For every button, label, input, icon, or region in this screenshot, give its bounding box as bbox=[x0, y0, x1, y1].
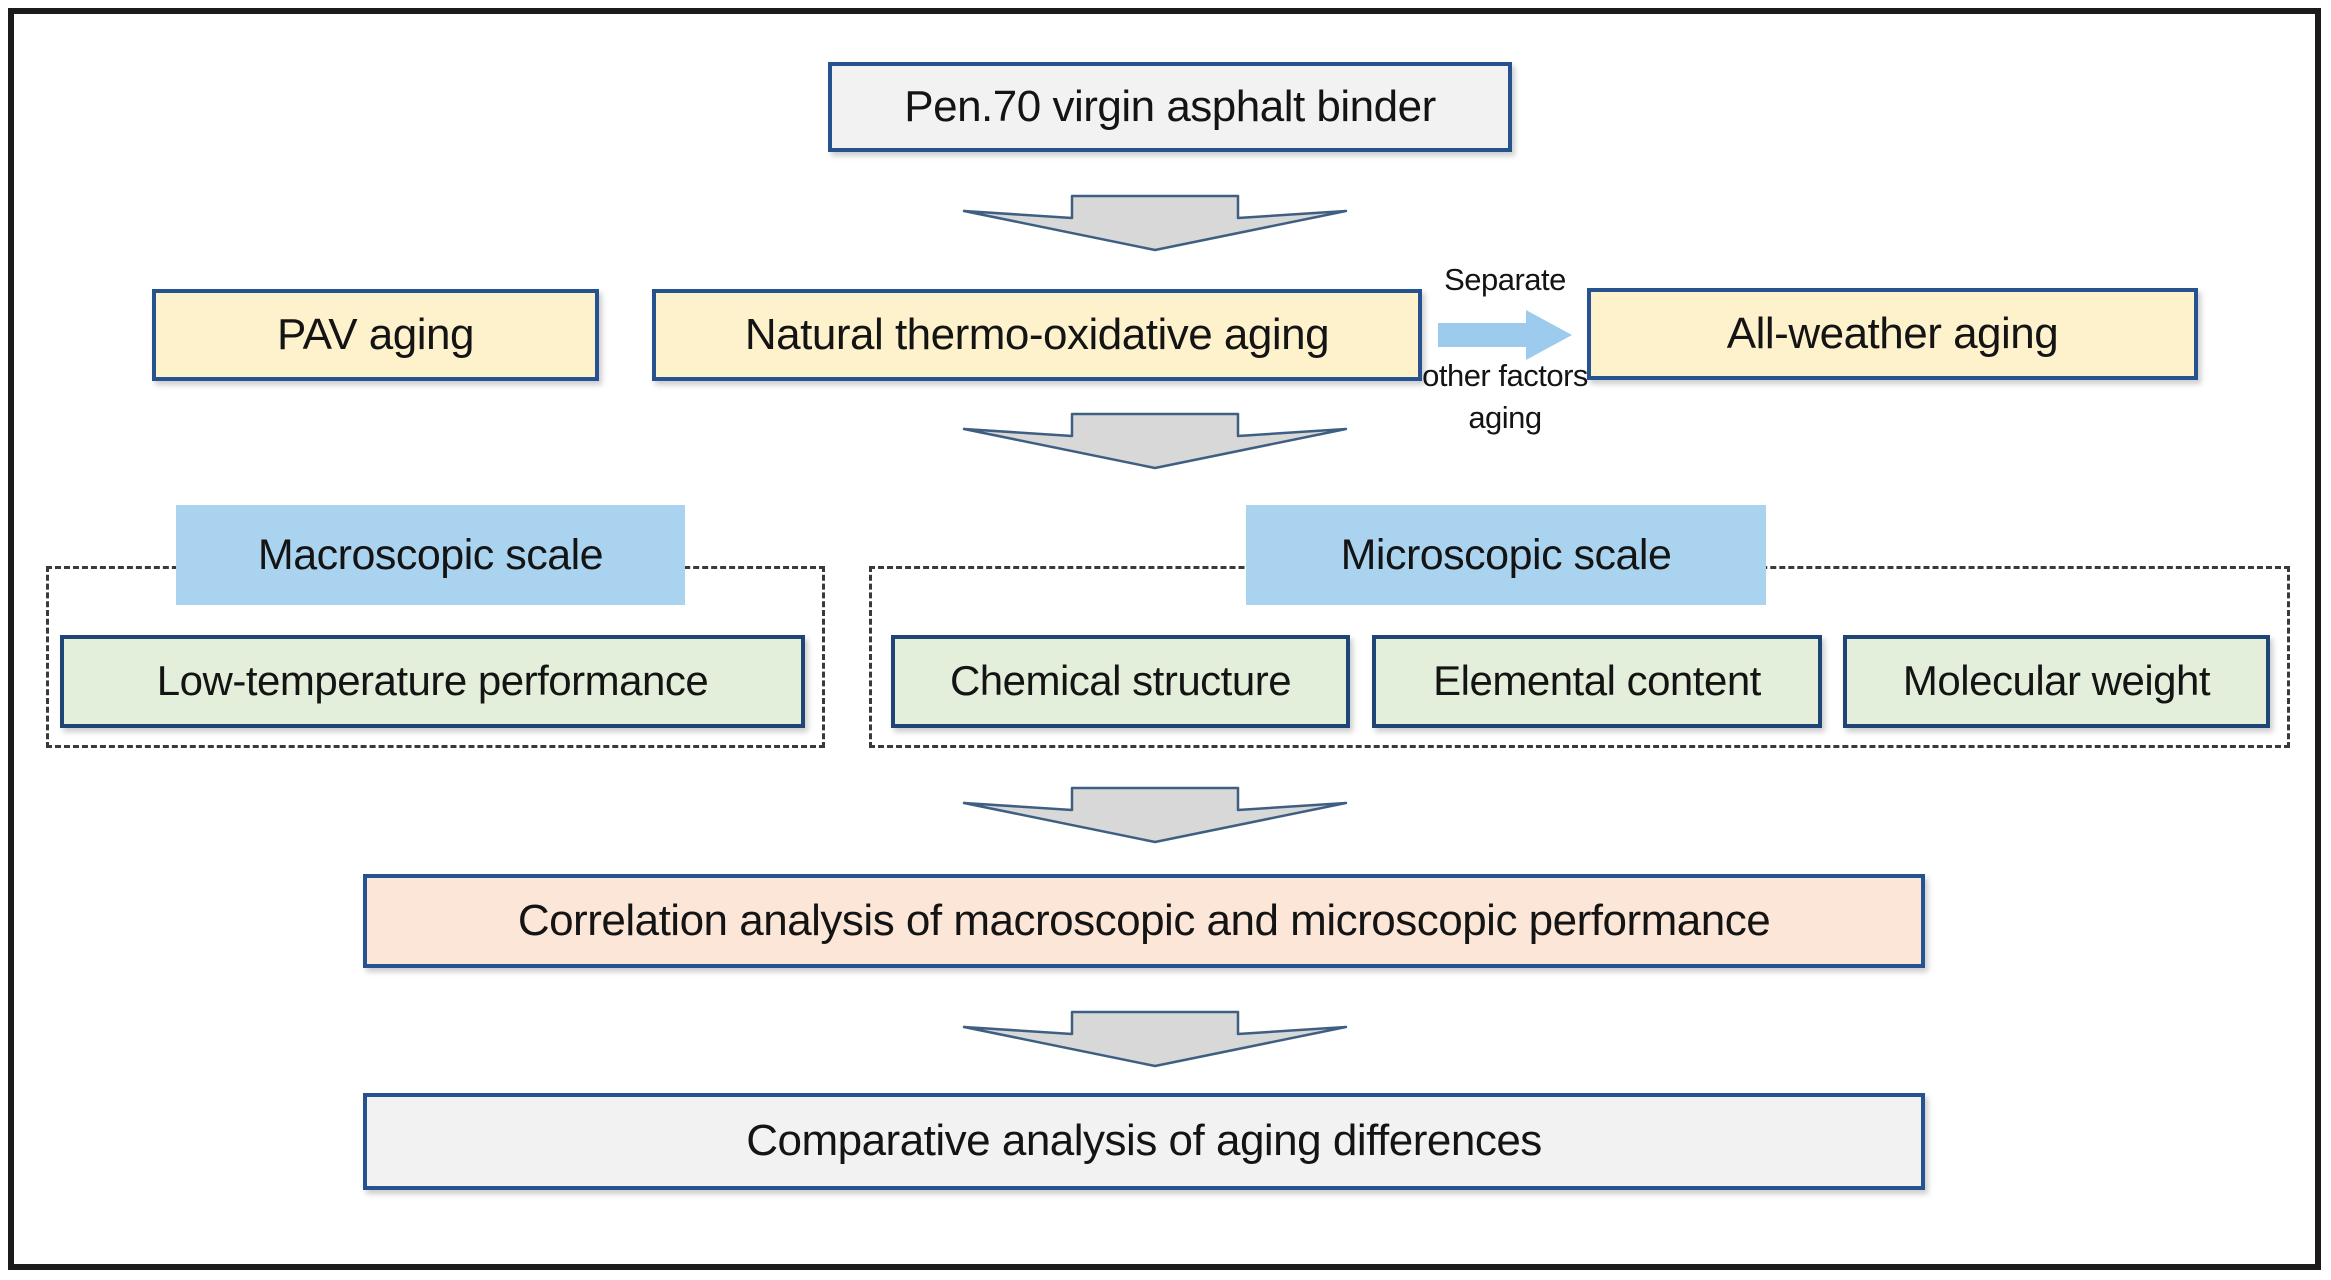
node-chemical-structure: Chemical structure bbox=[891, 635, 1350, 728]
node-low-temperature-performance: Low-temperature performance bbox=[60, 635, 805, 728]
node-elemental-content: Elemental content bbox=[1372, 635, 1822, 728]
diagram-border bbox=[8, 8, 2321, 1270]
label-macroscopic-scale: Macroscopic scale bbox=[176, 505, 685, 605]
node-molecular-weight: Molecular weight bbox=[1843, 635, 2270, 728]
node-comparative-analysis: Comparative analysis of aging difference… bbox=[363, 1093, 1925, 1190]
node-natural-thermo-oxidative-aging: Natural thermo-oxidative aging bbox=[652, 289, 1422, 381]
node-correlation-analysis: Correlation analysis of macroscopic and … bbox=[363, 874, 1925, 968]
down-arrow-icon bbox=[962, 194, 1348, 252]
down-arrow-icon bbox=[962, 786, 1348, 844]
node-virgin-asphalt-binder: Pen.70 virgin asphalt binder bbox=[828, 62, 1512, 152]
separate-note-line2: other factors bbox=[1422, 358, 1588, 393]
label-microscopic-scale: Microscopic scale bbox=[1246, 505, 1766, 605]
node-all-weather-aging: All-weather aging bbox=[1587, 288, 2198, 380]
node-pav-aging: PAV aging bbox=[152, 289, 599, 381]
down-arrow-icon bbox=[962, 1010, 1348, 1068]
down-arrow-icon bbox=[962, 412, 1348, 470]
separate-note-line3: aging bbox=[1468, 400, 1542, 435]
separate-note-line1: Separate bbox=[1444, 262, 1566, 297]
right-arrow-icon bbox=[1438, 310, 1572, 360]
